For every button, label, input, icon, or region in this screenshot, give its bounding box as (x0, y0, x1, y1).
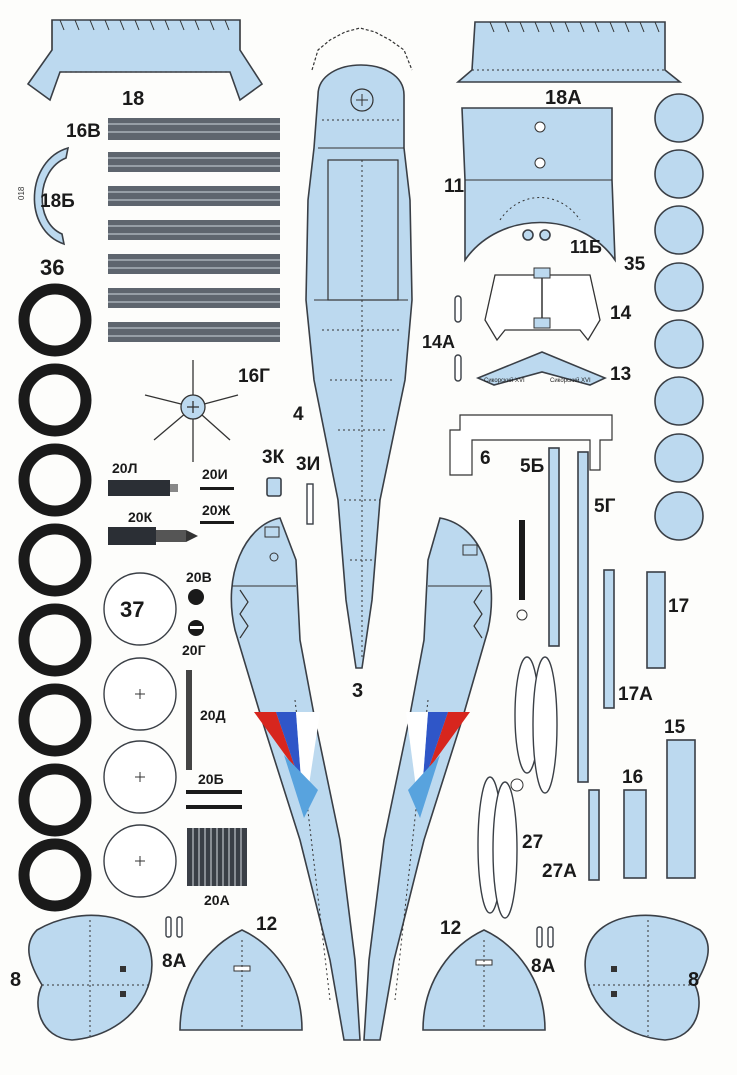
label-3k: 3К (262, 447, 285, 468)
label-5b: 5Б (520, 456, 544, 477)
part-14a-1 (454, 295, 462, 323)
part-5g (577, 451, 589, 783)
label-20zh: 20Ж (202, 502, 231, 518)
part-20b-1 (186, 790, 242, 794)
roundel-left (254, 712, 320, 818)
part-17a (603, 569, 615, 709)
part-27 (477, 656, 558, 919)
part-18b (33, 146, 70, 246)
part-18 (26, 19, 264, 102)
label-4: 4 (293, 404, 304, 425)
label-20g: 20Г (182, 642, 206, 658)
part-16v-strips (108, 118, 280, 342)
label-20d: 20Д (200, 707, 226, 723)
part-3k (266, 477, 282, 497)
part-35-discs (654, 93, 704, 541)
label-15: 15 (664, 717, 686, 738)
label-20k: 20К (128, 509, 153, 525)
label-13: 13 (610, 364, 631, 385)
label-18: 18 (122, 88, 144, 110)
part-14 (484, 267, 601, 342)
label-36: 36 (40, 255, 64, 280)
part-8-right (584, 914, 709, 1041)
part-20l (108, 480, 178, 496)
part-20zh (200, 521, 234, 524)
label-16v: 16В (66, 121, 101, 142)
part-8a-left-1 (165, 916, 172, 938)
label-37: 37 (120, 597, 144, 622)
part-20b-2 (186, 805, 242, 809)
label-3: 3 (352, 680, 363, 702)
part-8a-right-1 (536, 926, 543, 948)
part-15 (666, 739, 696, 879)
label-16: 16 (622, 767, 643, 788)
part-13-text-right: Сикорский XVI (550, 377, 591, 384)
part-20a (187, 828, 247, 886)
label-17: 17 (668, 596, 689, 617)
label-14: 14 (610, 303, 632, 324)
label-20v: 20В (186, 569, 212, 585)
part-37-disc (103, 572, 177, 646)
strip-16-side (588, 789, 600, 881)
part-4 (305, 27, 413, 669)
label-11b: 11Б (570, 237, 602, 257)
part-17 (646, 571, 666, 669)
roundel-right (406, 712, 470, 818)
label-8-left: 8 (10, 969, 21, 991)
part-8a-right-2 (547, 926, 554, 948)
label-17a: 17А (618, 684, 653, 705)
part-14a-2 (454, 354, 462, 382)
part-11b-2 (539, 229, 551, 241)
label-20a: 20А (204, 892, 230, 908)
label-5g: 5Г (594, 496, 616, 517)
part-36-rings (18, 283, 92, 912)
label-8a-left: 8А (162, 951, 187, 972)
part-3i (306, 483, 314, 525)
part-5b (548, 447, 560, 647)
label-27: 27 (522, 832, 543, 853)
label-18b: 18Б (40, 191, 75, 212)
label-12-left: 12 (256, 914, 277, 935)
part-18a (455, 21, 683, 83)
label-20b: 20Б (198, 771, 224, 787)
part-11b-1 (522, 229, 534, 241)
part-16 (623, 789, 647, 879)
part-8a-left-2 (176, 916, 183, 938)
part-20i (200, 487, 234, 490)
label-27a: 27А (542, 861, 577, 882)
part-20v (188, 589, 204, 605)
label-14a: 14А (422, 332, 455, 352)
label-20i: 20И (202, 466, 228, 482)
part-6 (449, 414, 613, 476)
label-35: 35 (624, 254, 646, 275)
label-16g: 16Г (238, 366, 270, 387)
label-8-right: 8 (688, 969, 699, 991)
part-16g (144, 360, 239, 462)
small-hole (516, 609, 528, 621)
label-3i: 3И (296, 454, 320, 475)
part-20d (186, 670, 192, 770)
part-12-right (422, 929, 546, 1031)
label-20l: 20Л (112, 460, 137, 476)
part-11 (461, 107, 616, 263)
label-12-right: 12 (440, 918, 461, 939)
part-8-left (28, 914, 153, 1041)
label-11: 11 (444, 176, 465, 197)
label-18a: 18А (545, 87, 582, 109)
label-6: 6 (480, 448, 491, 469)
part-12-left (179, 929, 303, 1031)
black-strip (519, 520, 525, 600)
part-20k (108, 527, 198, 545)
part-13-text-left: Сикорский XVI (484, 377, 525, 384)
label-18b-small: 018 (17, 186, 26, 200)
label-8a-right: 8А (531, 956, 556, 977)
part-13: Сикорский XVI Сикорский XVI (475, 351, 607, 386)
